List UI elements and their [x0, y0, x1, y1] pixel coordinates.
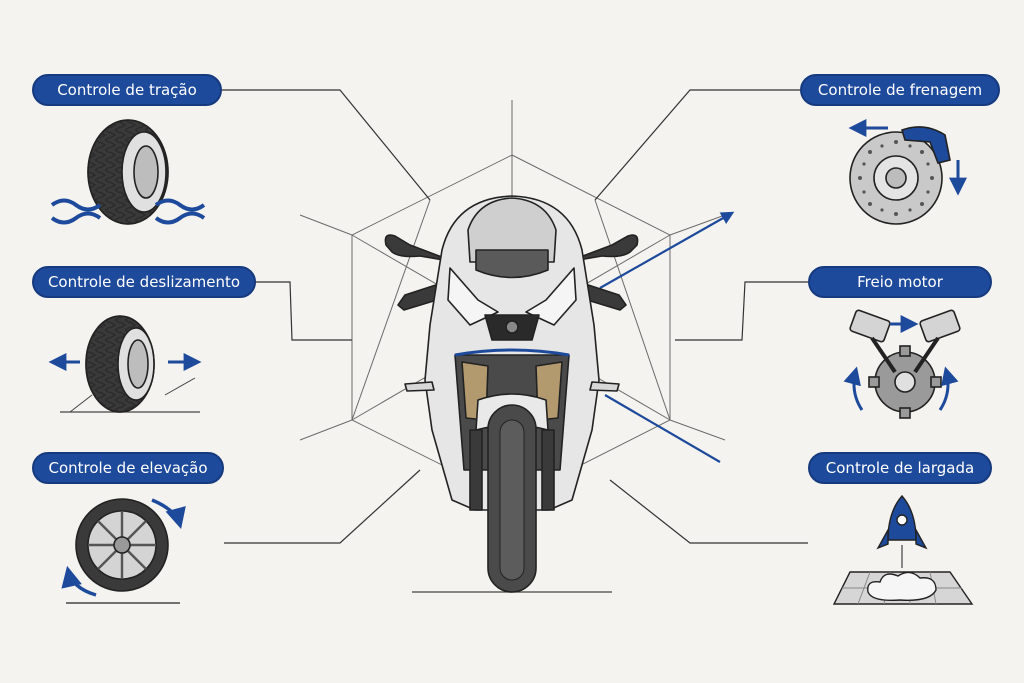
callout-arrow-upper [599, 211, 735, 289]
tire-slide-icon [48, 315, 202, 413]
brake-disc-icon [848, 119, 967, 225]
motorcycle-front-view [384, 195, 639, 593]
callout-line-lower [604, 394, 721, 463]
label-slide-control: Controle de deslizamento [32, 266, 256, 298]
tire-grip-icon [50, 119, 206, 225]
label-launch-control: Controle de largada [808, 452, 992, 484]
leader-slide [256, 281, 352, 341]
label-traction-control: Controle de tração [32, 74, 222, 106]
label-wheelie-control: Controle de elevação [32, 452, 224, 484]
leader-launch [609, 479, 808, 544]
rocket-launch-icon [832, 494, 974, 605]
label-braking-control: Controle de frenagem [800, 74, 1000, 106]
leader-braking [594, 89, 800, 201]
leader-lines [222, 89, 808, 544]
leader-engine-brake [675, 281, 808, 341]
leader-wheelie [224, 469, 421, 544]
engine-pistons-icon [843, 309, 961, 419]
label-engine-brake: Freio motor [808, 266, 992, 298]
leader-traction [222, 89, 431, 201]
wheel-lift-icon [61, 498, 186, 604]
